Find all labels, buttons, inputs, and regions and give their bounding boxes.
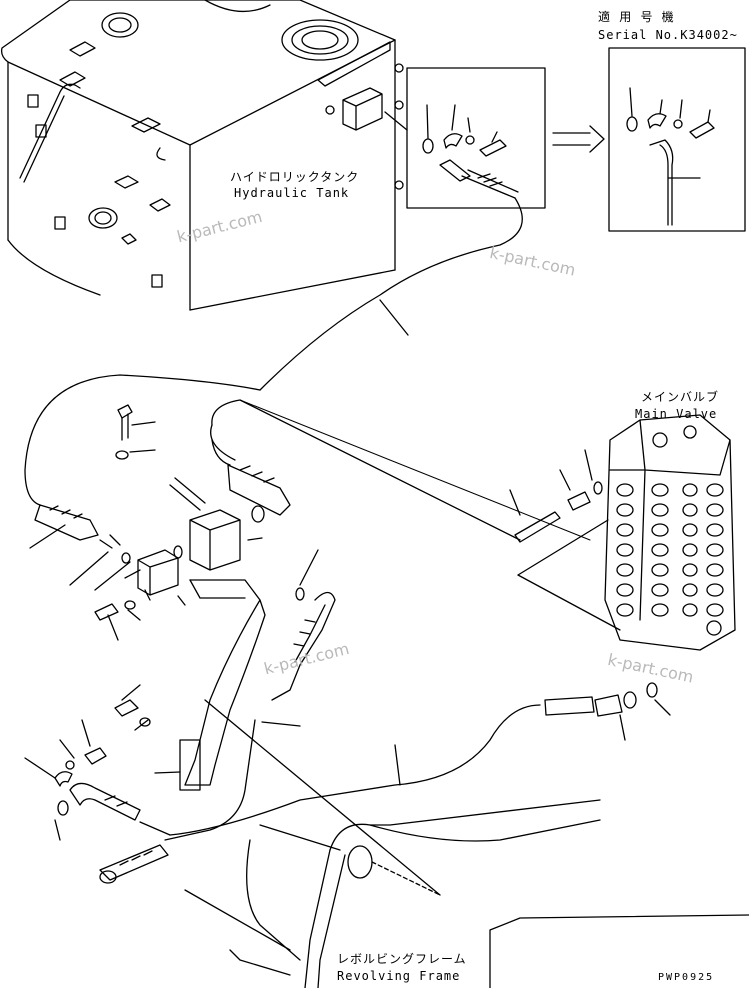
revolving-frame-label-jp: レボルビングフレーム [337,952,467,966]
valve-spools [616,425,724,636]
main-valve-label-jp: メインバルブ [641,390,720,404]
main-valve-drawing [509,414,736,651]
serial-detail-box [608,47,746,232]
hydraulic-tank-label-jp: ハイドロリックタンク [230,170,360,184]
lower-hose [169,682,671,896]
revolving-frame-drawing [184,799,749,988]
serial-label-en: Serial No.K34002~ [598,28,738,42]
hydraulic-tank-label-en: Hydraulic Tank [234,186,350,200]
bracket-assembly [29,404,336,841]
drawing-code: PWP0925 [658,972,715,983]
serial-label-jp: 適 用 号 機 [598,10,675,24]
tank-fitting-detail [384,67,546,209]
arrow-to-serial [552,125,605,153]
hose-lines [24,197,591,541]
main-valve-label-en: Main Valve [635,407,718,421]
revolving-frame-label-en: Revolving Frame [337,969,461,983]
lower-left-fittings [24,684,171,884]
hydraulic-tank-drawing [0,0,404,311]
